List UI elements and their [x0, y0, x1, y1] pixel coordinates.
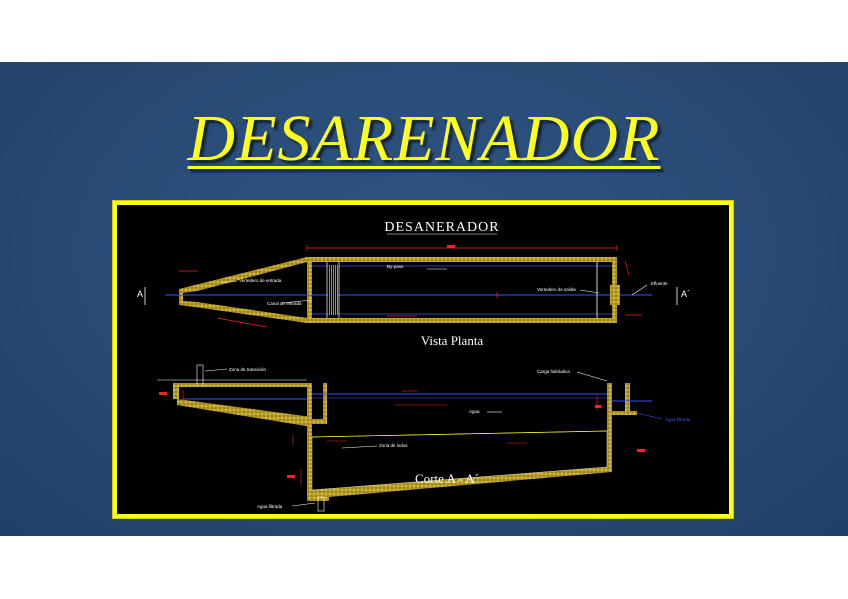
cad-drawing-frame: DESANERADOR — [113, 201, 733, 518]
drawing-heading: DESANERADOR — [384, 220, 499, 235]
plan-inlet-transition — [179, 257, 307, 323]
desander-cad-drawing: DESANERADOR — [137, 220, 691, 512]
section-label-transition-zone: Zona de transición — [229, 367, 267, 372]
plan-view: A A´ By-pass Vertedero de entrada Canal … — [137, 245, 690, 348]
section-label-sludge-zone: Zona de lodos — [379, 443, 408, 448]
plan-view-label: Vista Planta — [421, 333, 484, 348]
section-label-water: Agua — [469, 409, 480, 414]
section-marker-left: A — [137, 289, 143, 299]
plan-label-bypass: By-pass — [387, 264, 404, 269]
section-marker-right: A´ — [681, 289, 690, 299]
section-label-filtered-water-outlet: Agua filtrada — [665, 417, 691, 422]
plan-label-effluent: Efluente — [651, 281, 668, 286]
plan-label-inlet-weir: Vertedero de entrada — [239, 278, 282, 283]
section-label-hydraulic-head: Carga hidráulica — [537, 369, 570, 374]
section-view: Zona de transición Carga hidráulica Agua… — [157, 364, 691, 512]
plan-label-outlet-weir: Vertedero de salida — [537, 287, 576, 292]
section-basin-walls — [307, 383, 612, 501]
slide-title: DESARENADOR — [187, 102, 661, 175]
plan-label-inlet-channel: Canal de entrada — [267, 301, 302, 306]
section-view-label: Corte A - A´ — [415, 471, 479, 486]
slide-background: DESARENADOR DESANERADOR — [0, 62, 848, 536]
section-label-filtered-water-drain: Agua filtrada — [257, 504, 283, 509]
plan-inlet-grate — [328, 265, 338, 315]
